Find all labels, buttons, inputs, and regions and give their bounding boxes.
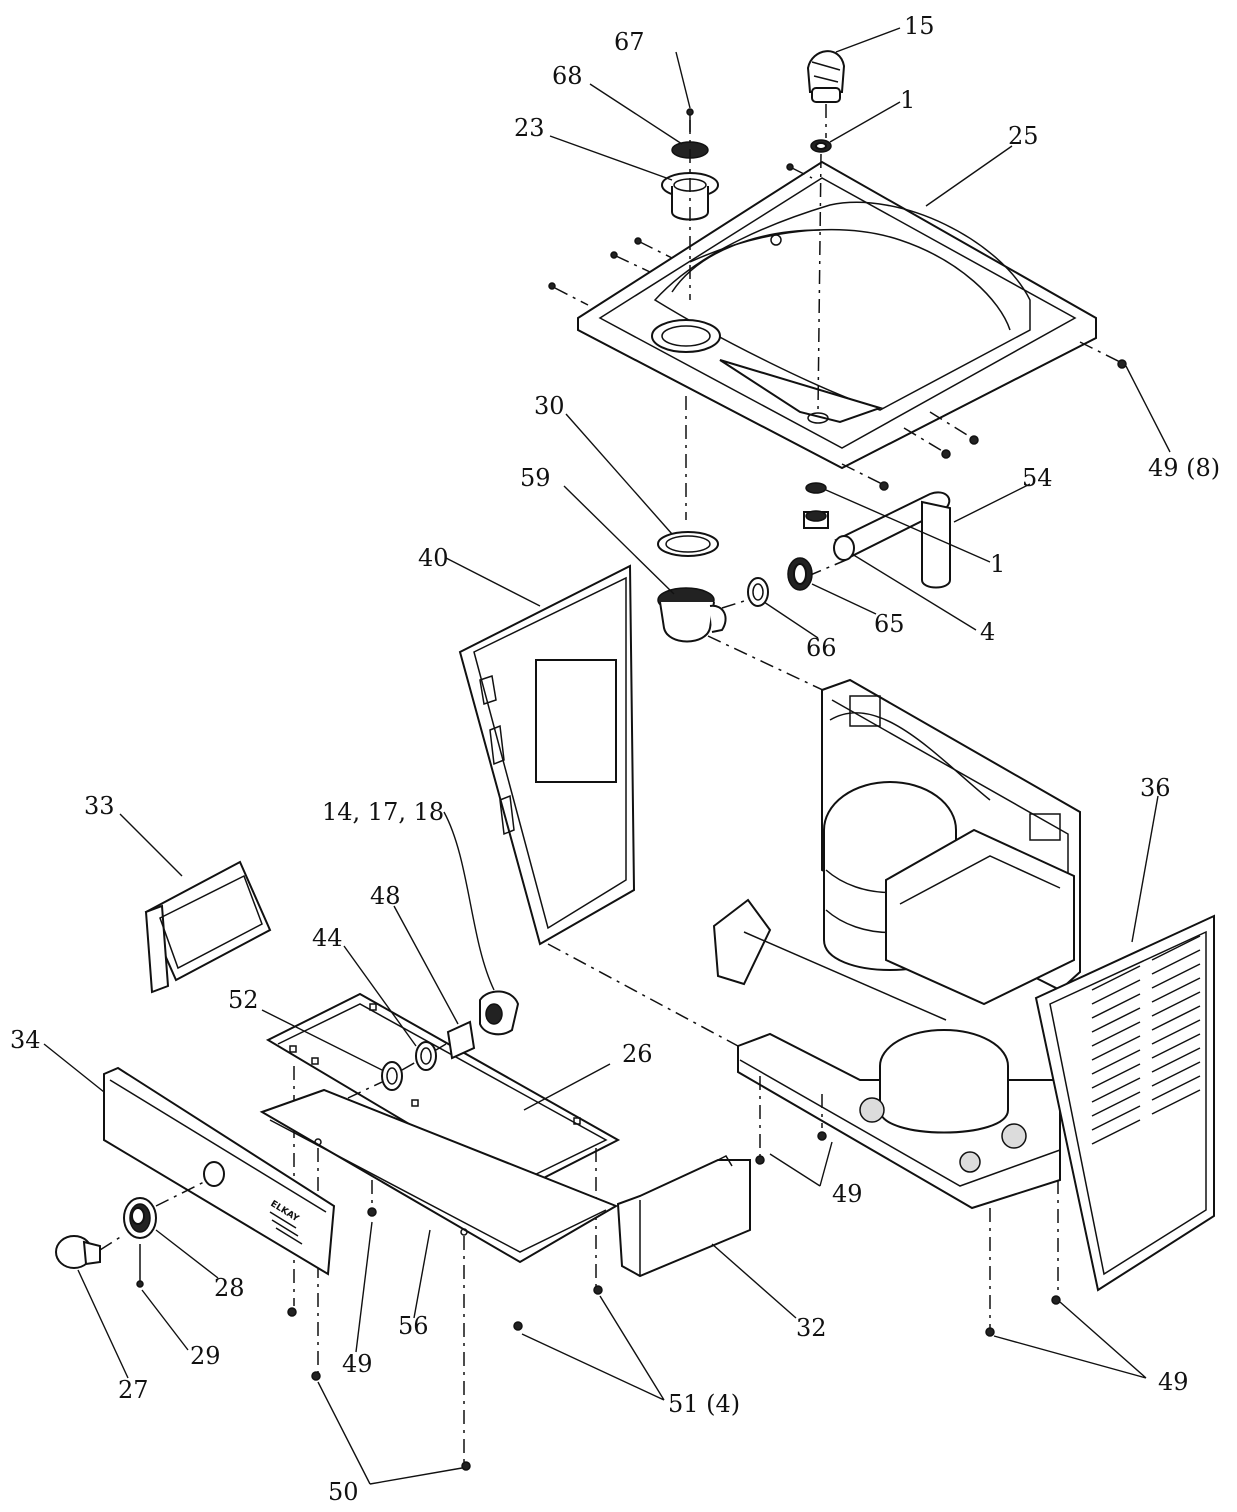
callout-33: 33 bbox=[84, 792, 115, 820]
callout-56: 56 bbox=[398, 1312, 429, 1340]
callout-66: 66 bbox=[806, 634, 837, 662]
side-cover-32 bbox=[616, 1155, 751, 1278]
drain-parts bbox=[657, 531, 847, 701]
callout-4: 4 bbox=[980, 618, 995, 646]
bottom-tray-56 bbox=[259, 1088, 619, 1471]
basin-screws bbox=[548, 163, 1127, 491]
tube-fittings bbox=[747, 482, 951, 607]
callout-54: 54 bbox=[1022, 464, 1053, 492]
callout-23: 23 bbox=[514, 114, 545, 142]
callout-68: 68 bbox=[552, 62, 583, 90]
callout-40: 40 bbox=[418, 544, 449, 572]
knob-assembly bbox=[55, 1181, 205, 1288]
front-panel-34: ELKAY bbox=[103, 1066, 336, 1276]
callout-36: 36 bbox=[1140, 774, 1171, 802]
callout-27: 27 bbox=[118, 1376, 149, 1404]
callout-51-4: 51 (4) bbox=[668, 1390, 740, 1418]
callout-50: 50 bbox=[328, 1478, 359, 1506]
louvers bbox=[1091, 935, 1201, 1145]
callout-25: 25 bbox=[1008, 122, 1039, 150]
callout-44: 44 bbox=[312, 924, 343, 952]
callout-15: 15 bbox=[904, 12, 935, 40]
callout-67: 67 bbox=[614, 28, 645, 56]
leader-lines bbox=[43, 27, 1171, 1485]
callout-49-bottom: 49 bbox=[1158, 1368, 1189, 1396]
callout-1-top: 1 bbox=[900, 86, 915, 114]
callout-28: 28 bbox=[214, 1274, 245, 1302]
callouts: 15 67 68 1 25 23 49 (8) 30 59 54 1 40 65… bbox=[10, 12, 1220, 1506]
callout-49-8: 49 (8) bbox=[1148, 454, 1220, 482]
bubbler-15 bbox=[806, 50, 846, 411]
valve-parts bbox=[347, 990, 520, 1099]
callout-52: 52 bbox=[228, 986, 259, 1014]
callout-30: 30 bbox=[534, 392, 565, 420]
callout-14-17-18: 14, 17, 18 bbox=[322, 798, 444, 826]
callout-1-mid: 1 bbox=[990, 550, 1005, 578]
bracket-33 bbox=[144, 860, 272, 994]
callout-49-right: 49 bbox=[832, 1180, 863, 1208]
chassis-assembly bbox=[712, 678, 1081, 1210]
callout-59: 59 bbox=[520, 464, 551, 492]
callout-29: 29 bbox=[190, 1342, 221, 1370]
callout-32: 32 bbox=[796, 1314, 827, 1342]
basin-top bbox=[577, 160, 1097, 470]
callout-65: 65 bbox=[874, 610, 905, 638]
callout-34: 34 bbox=[10, 1026, 41, 1054]
louvered-panel-36 bbox=[985, 914, 1215, 1337]
strainer-parts bbox=[661, 108, 719, 520]
side-panel-40 bbox=[458, 564, 739, 1047]
callout-49-low: 49 bbox=[342, 1350, 373, 1378]
callout-48: 48 bbox=[370, 882, 401, 910]
callout-26: 26 bbox=[622, 1040, 653, 1068]
